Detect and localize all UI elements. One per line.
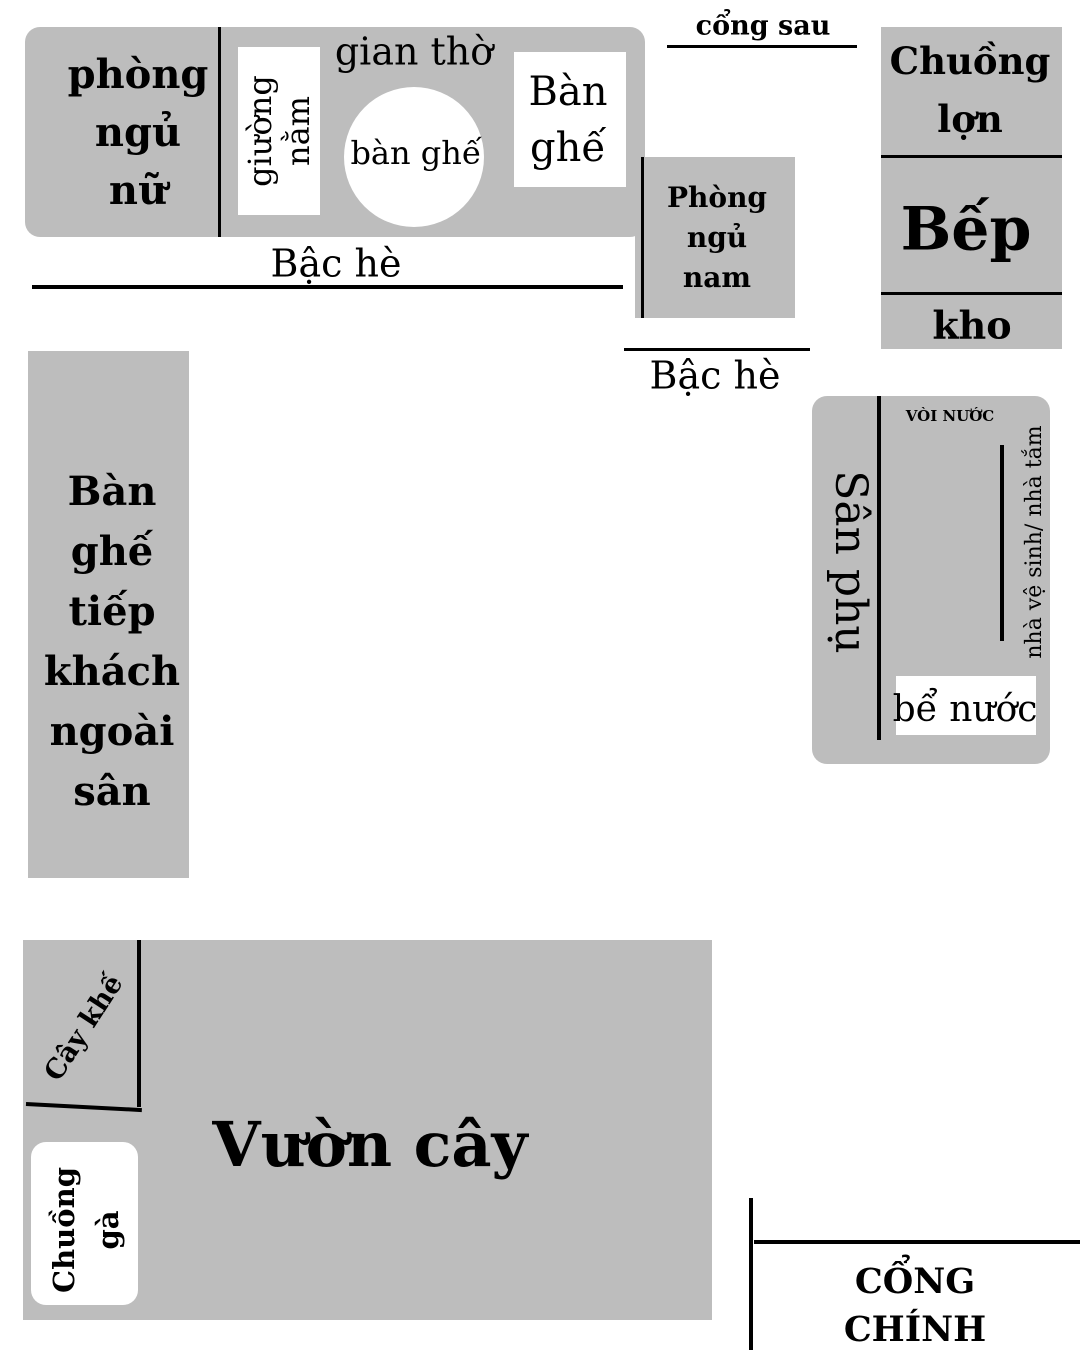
label-line: nam: [682, 261, 752, 294]
male-bedroom-label: Phòng ngủ nam: [667, 178, 767, 298]
side-yard-label: Sân phụ: [824, 470, 876, 654]
label-line: lợn: [937, 97, 1003, 141]
step-line-1: [32, 285, 623, 289]
label-line: CHÍNH: [843, 1309, 987, 1350]
label-line: ghế: [70, 528, 154, 575]
pig-pen-label: Chuồng lợn: [890, 32, 1051, 148]
round-table-label: bàn ghế: [350, 133, 482, 172]
garden-label: Vườn cây: [212, 1108, 528, 1182]
label-line: Chuồng: [47, 1167, 81, 1293]
label-line: tiếp: [68, 588, 156, 635]
female-bedroom-label: phòng ngủ nữ: [68, 46, 209, 220]
table-chairs: [514, 52, 626, 187]
gate-wall: [749, 1198, 753, 1350]
label-line: ghế: [530, 125, 606, 171]
label-line: Bàn: [528, 69, 608, 115]
storage-label: kho: [932, 302, 1012, 348]
table-chairs-label: Bàn ghế: [528, 64, 607, 176]
water-tank-label: bể nước: [892, 688, 1038, 730]
label-line: sân: [73, 768, 151, 815]
label-line: giường: [241, 75, 279, 187]
label-line: khách: [43, 648, 181, 695]
step-label-1: Bậc hè: [270, 241, 402, 286]
label-line: ngủ: [686, 221, 748, 254]
round-table: [344, 87, 484, 227]
back-gate-line: [667, 45, 857, 48]
water-tap-label: VÒI NƯỚC: [905, 407, 995, 426]
wall: [218, 27, 221, 237]
guest-seating-label: Bàn ghế tiếp khách ngoài sân: [44, 462, 180, 822]
chicken-coop-label: Chuồng gà: [42, 1167, 130, 1293]
kitchen-label: Bếp: [900, 194, 1032, 265]
bathroom-label: nhà vệ sinh/ nhà tắm: [1022, 425, 1048, 659]
chicken-coop: [31, 1142, 138, 1305]
wall: [137, 940, 141, 1107]
wall: [881, 155, 1062, 158]
label-line: nữ: [108, 167, 168, 214]
label-line: ngoài: [49, 708, 175, 755]
water-tank: [896, 676, 1036, 735]
label-line: gà: [91, 1210, 125, 1250]
male-bedroom: [635, 157, 795, 318]
label-line: Bàn: [67, 468, 157, 515]
bed-label: giường nằm: [241, 75, 317, 187]
label-line: ngủ: [94, 109, 182, 156]
label-line: Phòng: [666, 181, 768, 214]
label-line: Chuồng: [889, 39, 1051, 83]
main-gate-label: CỔNG CHÍNH: [844, 1258, 986, 1354]
gate-wall: [754, 1240, 1080, 1244]
guest-seating: [28, 351, 189, 878]
back-gate-label: cổng sau: [695, 10, 831, 42]
right-block: [881, 27, 1062, 349]
bed: [238, 47, 320, 215]
label-line: phòng: [67, 51, 209, 98]
wall: [1000, 445, 1004, 641]
label-line: CỔNG: [854, 1261, 976, 1302]
wall: [881, 292, 1062, 295]
step-label-2: Bậc hè: [649, 353, 781, 398]
label-line: nằm: [279, 95, 317, 167]
step-line-2: [624, 348, 810, 351]
wall: [877, 396, 881, 740]
altar-label: gian thờ: [334, 29, 494, 74]
wall: [641, 157, 644, 318]
